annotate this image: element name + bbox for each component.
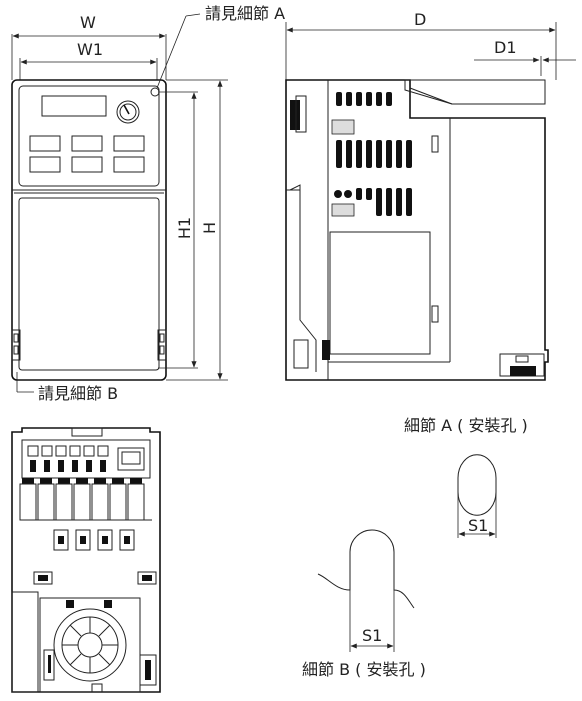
side-view [285, 22, 576, 381]
callout-detail-a: 請見細節 A [205, 4, 286, 23]
detail-a-title: 細節 A ( 安裝孔 ) [404, 416, 528, 435]
dimension-d1-label: D1 [494, 38, 517, 57]
dimension-w1-label: W1 [77, 40, 103, 59]
callout-detail-b: 請見細節 B [38, 384, 119, 403]
detail-a-drawing [457, 454, 497, 538]
dimension-h-label: H [200, 221, 220, 235]
dimension-d-label: D [414, 10, 427, 29]
dimension-h1-label: H1 [175, 216, 195, 240]
detail-b-drawing [317, 529, 415, 652]
detail-b-s1-label: S1 [362, 626, 383, 645]
dimension-w-label: W [80, 13, 96, 32]
front-view [11, 13, 228, 393]
bottom-view [11, 427, 161, 693]
detail-a-s1-label: S1 [468, 516, 489, 535]
detail-b-title: 細節 B ( 安裝孔 ) [302, 660, 426, 679]
